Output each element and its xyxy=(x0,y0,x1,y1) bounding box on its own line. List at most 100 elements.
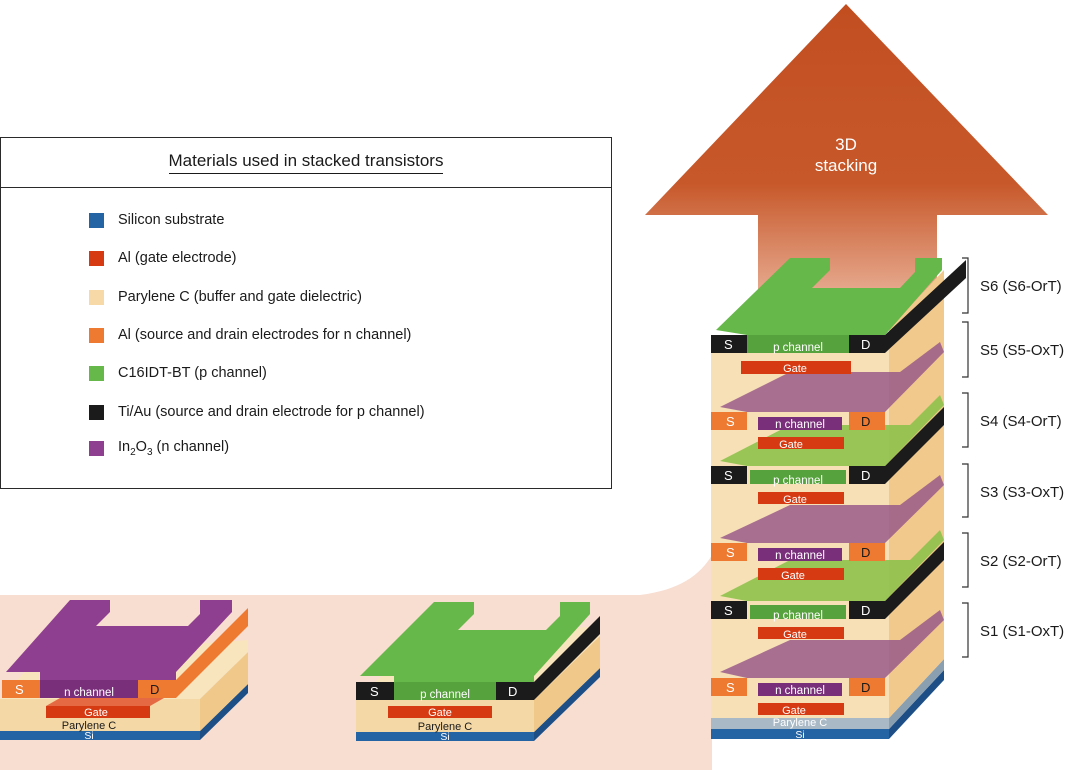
legend-swatch-silicon xyxy=(89,212,104,228)
p-channel-front xyxy=(394,682,496,700)
gate-label: Gate xyxy=(428,707,452,719)
tower-parylene-label: Parylene C xyxy=(773,717,827,729)
legend-swatch-tiau xyxy=(89,404,104,420)
s5-n-channel-label: n channel xyxy=(775,419,825,431)
s3-n-channel xyxy=(758,548,842,561)
legend-item-c16idt: C16IDT-BT (p channel) xyxy=(89,363,267,383)
materials-legend: Materials used in stacked transistors Si… xyxy=(0,137,612,489)
tower-si-label: Si xyxy=(795,729,804,741)
s6-drain-label: D xyxy=(861,337,870,352)
s2-source-label: S xyxy=(724,603,733,618)
gate-electrode xyxy=(388,706,492,718)
arrow-label-line1: 3D xyxy=(835,135,857,154)
drain-label: D xyxy=(508,684,517,699)
s3-gate-label: Gate xyxy=(781,570,805,582)
s2-drain xyxy=(849,601,885,619)
tower-parylene-side xyxy=(889,659,944,729)
layer-s5: Gate S D n channel xyxy=(711,342,944,451)
s2-drain-side xyxy=(885,542,944,619)
drain-side xyxy=(534,616,600,700)
legend-title: Materials used in stacked transistors xyxy=(1,151,611,174)
s2-channel-top xyxy=(720,530,944,601)
legend-label-al-gate: Al (gate electrode) xyxy=(118,250,237,266)
bracket-s3 xyxy=(962,463,969,518)
n-channel-label: n channel xyxy=(64,687,114,699)
layer-s2: Gate S D p channel xyxy=(711,530,944,641)
legend-item-parylene: Parylene C (buffer and gate dielectric) xyxy=(89,287,362,307)
s6-p-channel-label: p channel xyxy=(773,342,823,354)
s6-drain xyxy=(849,335,885,353)
s1-n-channel-label: n channel xyxy=(775,685,825,697)
s5-source xyxy=(711,412,747,430)
legend-label-parylene: Parylene C (buffer and gate dielectric) xyxy=(118,289,362,305)
legend-divider xyxy=(1,187,611,188)
legend-item-silicon: Silicon substrate xyxy=(89,210,224,230)
legend-label-silicon: Silicon substrate xyxy=(118,212,225,228)
stacking-arrow: 3D stacking xyxy=(645,4,1048,330)
layer-s3: Gate S D n channel xyxy=(711,475,944,582)
s3-n-channel-label: n channel xyxy=(775,550,825,562)
s6-p-channel xyxy=(747,335,849,353)
s1-source-label: S xyxy=(726,680,735,695)
legend-swatch-al-sd xyxy=(89,327,104,343)
s4-gate xyxy=(758,492,844,504)
s2-source xyxy=(711,601,747,619)
parylene-label: Parylene C xyxy=(418,721,472,733)
parylene-label: Parylene C xyxy=(62,720,116,732)
s4-p-channel-label: p channel xyxy=(773,475,823,487)
legend-label-tiau: Ti/Au (source and drain electrode for p … xyxy=(118,404,425,420)
parylene-side xyxy=(200,652,248,731)
stacked-tower: Parylene C Si Gate S D n channel Gate S xyxy=(711,258,966,741)
legend-item-al-gate: Al (gate electrode) xyxy=(89,248,236,268)
si-substrate-side xyxy=(534,668,600,741)
s4-drain-side xyxy=(885,407,944,484)
si-substrate-side xyxy=(200,684,248,740)
legend-swatch-parylene xyxy=(89,289,104,305)
p-channel-label: p channel xyxy=(420,689,470,701)
stack-label-s3: S3 (S3-OxT) xyxy=(980,484,1064,501)
s1-n-channel xyxy=(758,683,842,696)
legend-label-al-sd: Al (source and drain electrodes for n ch… xyxy=(118,327,412,343)
n-channel-front xyxy=(40,680,138,698)
source-label: S xyxy=(370,684,379,699)
stack-label-s2: S2 (S2-OrT) xyxy=(980,553,1062,570)
s4-gate-label: Gate xyxy=(783,494,807,506)
s2-p-channel xyxy=(750,605,846,619)
s6-gate-label: Gate xyxy=(783,363,807,375)
stack-label-s6: S6 (S6-OrT) xyxy=(980,278,1062,295)
bracket-s5 xyxy=(962,321,969,378)
s6-source xyxy=(711,335,747,353)
s1-source xyxy=(711,678,747,696)
s5-source-label: S xyxy=(726,414,735,429)
legend-item-in2o3: In2O3 (n channel) xyxy=(89,438,229,458)
gate-electrode xyxy=(46,706,150,718)
s3-drain-label: D xyxy=(861,545,870,560)
tower-si-front xyxy=(711,729,889,739)
drain-electrode xyxy=(138,680,176,698)
bracket-s6 xyxy=(962,257,969,314)
legend-item-al-sd: Al (source and drain electrodes for n ch… xyxy=(89,325,411,345)
s2-drain-label: D xyxy=(861,603,870,618)
s5-channel-top xyxy=(720,342,944,412)
s3-channel-top xyxy=(720,475,944,543)
si-substrate-front xyxy=(0,731,200,740)
s1-drain-label: D xyxy=(861,680,870,695)
single-p-transistor: S D p channel Gate Parylene C Si xyxy=(356,602,600,743)
s2-gate xyxy=(758,627,844,639)
s5-gate-label: Gate xyxy=(779,439,803,451)
s4-drain-label: D xyxy=(861,468,870,483)
tower-si-side xyxy=(889,670,944,739)
s6-source-label: S xyxy=(724,337,733,352)
p-channel-top xyxy=(360,602,590,682)
gate-electrode-top xyxy=(46,698,164,706)
legend-label-in2o3: In2O3 (n channel) xyxy=(118,438,230,458)
gate-label: Gate xyxy=(84,707,108,719)
layer-s1: Gate S D n channel xyxy=(711,610,944,717)
legend-swatch-in2o3 xyxy=(89,440,104,456)
s3-drain xyxy=(849,543,885,561)
tower-parylene-front xyxy=(711,718,889,729)
si-substrate-front xyxy=(356,732,534,741)
s1-drain xyxy=(849,678,885,696)
layer-s6: Gate S D p channel xyxy=(711,258,966,375)
